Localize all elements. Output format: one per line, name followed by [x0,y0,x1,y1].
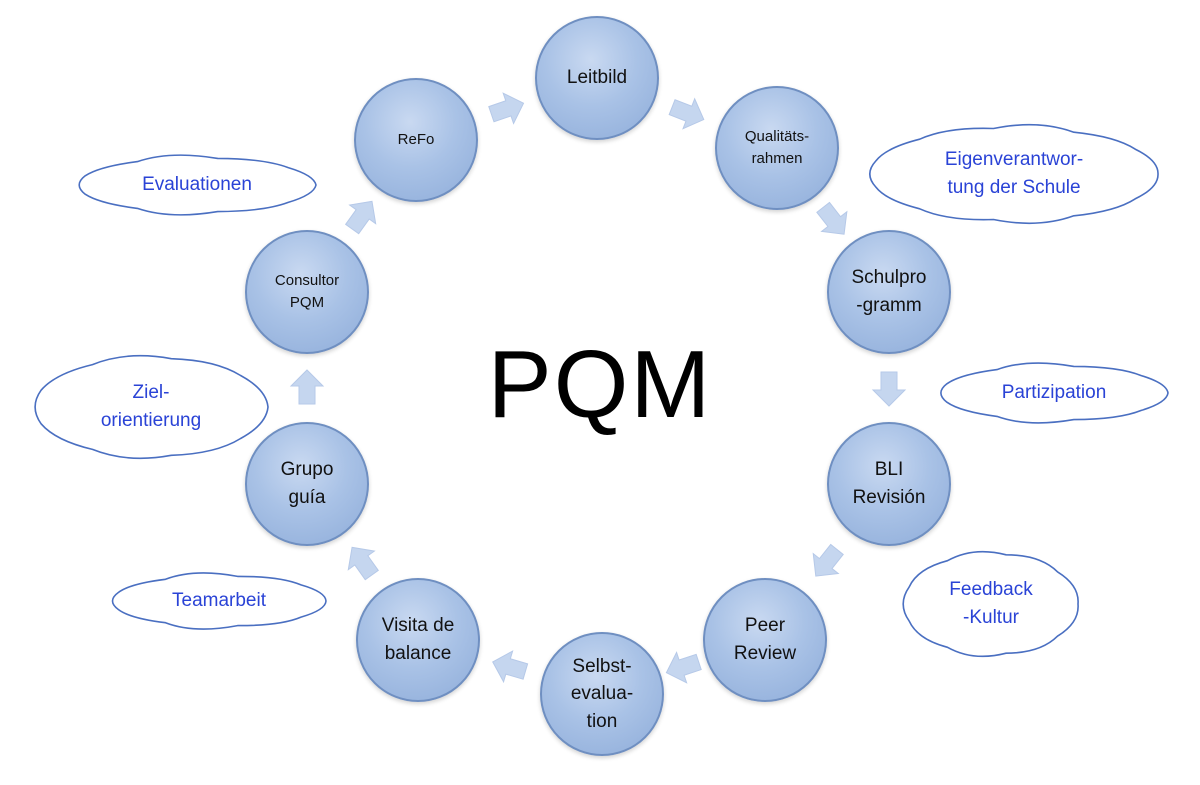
cycle-arrow [871,371,907,407]
node-grupo-guia: Grupo guía [245,422,369,546]
node-leitbild: Leitbild [535,16,659,140]
node-label: Schulpro -gramm [851,267,927,316]
node-visita-de-balance: Visita de balance [356,578,480,702]
cycle-arrow [347,546,379,581]
cloud-shape [902,550,1079,658]
cycle-arrow [816,201,848,235]
cloud-shape [111,572,327,630]
cloud-shape [940,362,1169,424]
cloud-feedback-kultur: Feedback -Kultur [949,578,1033,629]
node-label: Peer Review [733,615,797,664]
node-label: Qualitäts- rahmen [744,128,810,167]
node-schulprogramm: Schulpro -gramm [827,230,951,354]
center-title: PQM [487,331,713,438]
cycle-arrow [665,651,702,684]
cycle-arrow [492,650,529,684]
cloud-teamarbeit: Teamarbeit [172,589,266,611]
cycle-arrow [344,200,377,235]
node-peer-review: Peer Review [703,578,827,702]
cycle-arrow [488,92,525,125]
cloud-shape [78,154,317,216]
node-refo: ReFo [354,78,478,202]
node-label: Selbst- evalua- tion [570,655,634,732]
cycle-arrow [812,543,844,577]
cloud-zielorientierung: Ziel- orientierung [100,381,202,432]
node-label: BLI Revisión [852,459,926,508]
node-label: Consultor PQM [274,272,340,311]
node-qualitaetsrahmen: Qualitäts- rahmen [715,86,839,210]
cloud-eigenverantwortung: Eigenverantwor- tung der Schule [944,148,1084,199]
cloud-shape [34,354,269,460]
node-consultor-pqm: Consultor PQM [245,230,369,354]
cycle-arrow [668,97,705,130]
cloud-shape [869,123,1159,225]
cloud-partizipation: Partizipation [1001,381,1107,403]
node-label: ReFo [397,131,435,149]
node-selbstevaluation: Selbst- evalua- tion [540,632,664,756]
cloud-evaluationen: Evaluationen [142,173,252,195]
node-label: Visita de balance [381,615,455,664]
node-bli-revision: BLI Revisión [827,422,951,546]
node-label: Leitbild [566,67,628,89]
node-label: Grupo guía [280,459,334,508]
cycle-arrow [289,369,325,405]
